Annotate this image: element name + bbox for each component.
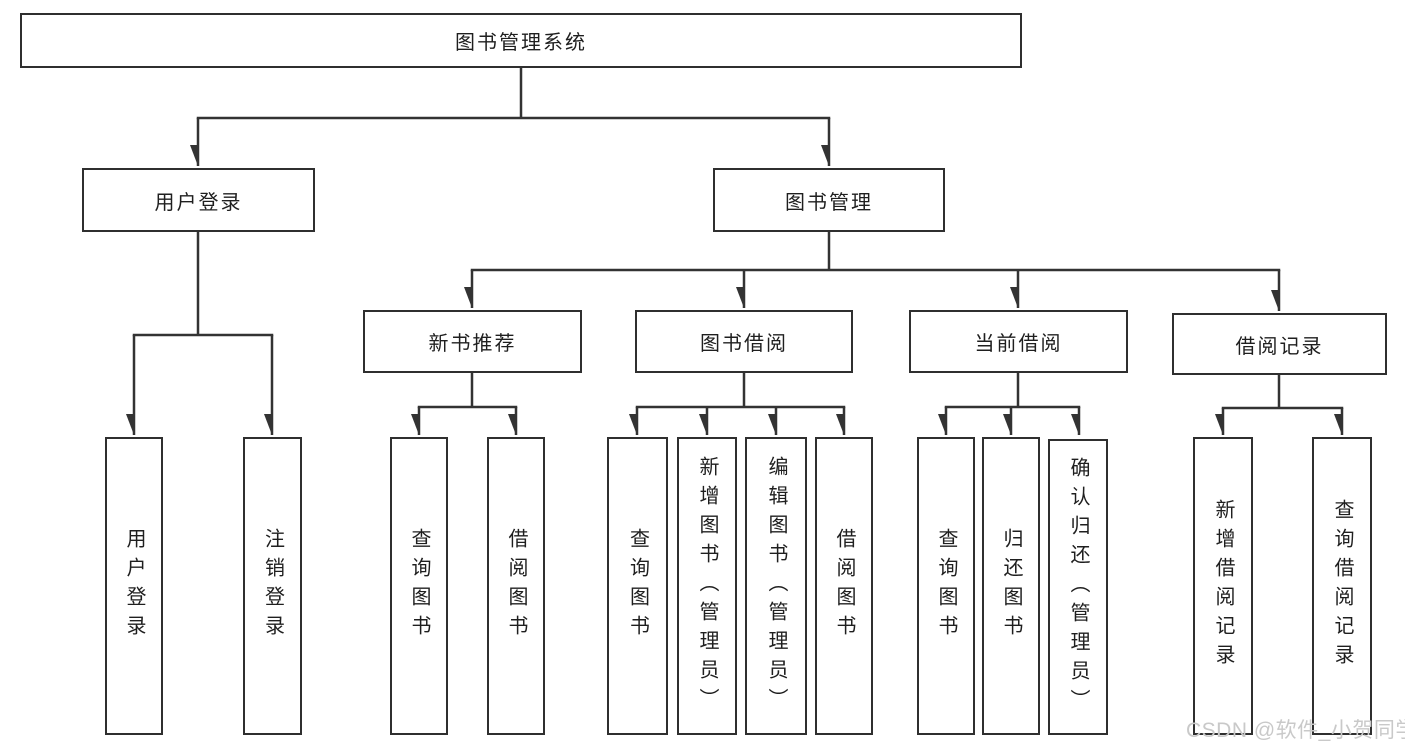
leaf-logout-label: 注销登录 xyxy=(261,528,284,644)
node-current-borrow: 当前借阅 xyxy=(909,310,1128,373)
node-book-borrow: 图书借阅 xyxy=(635,310,853,373)
leaf-logout: 注销登录 xyxy=(243,437,302,735)
leaf-edit-books-admin: 编辑图书（管理员） xyxy=(745,437,807,735)
leaf-recommend-borrow-books: 借阅图书 xyxy=(487,437,545,735)
leaf-borrow-books-label: 借阅图书 xyxy=(833,528,855,644)
node-user-login: 用户登录 xyxy=(82,168,315,232)
leaf-borrow-books: 借阅图书 xyxy=(815,437,873,735)
leaf-add-books-admin: 新增图书（管理员） xyxy=(677,437,737,735)
leaf-recommend-query-books-label: 查询图书 xyxy=(408,528,430,644)
leaf-recommend-query-books: 查询图书 xyxy=(390,437,448,735)
node-library-system-root: 图书管理系统 xyxy=(20,13,1022,68)
csdn-watermark: CSDN @软件_小贺同学 xyxy=(1186,719,1405,742)
leaf-add-books-admin-label: 新增图书（管理员） xyxy=(696,455,718,717)
leaf-add-borrow-record-label: 新增借阅记录 xyxy=(1212,499,1234,673)
leaf-current-query-books-label: 查询图书 xyxy=(935,528,957,644)
leaf-confirm-return-admin-label: 确认归还（管理员） xyxy=(1067,456,1089,718)
leaf-edit-books-admin-label: 编辑图书（管理员） xyxy=(765,455,787,717)
leaf-current-query-books: 查询图书 xyxy=(917,437,975,735)
leaf-recommend-borrow-books-label: 借阅图书 xyxy=(505,528,527,644)
leaf-return-books-label: 归还图书 xyxy=(1000,528,1022,644)
leaf-user-login: 用户登录 xyxy=(105,437,163,735)
node-new-book-recommend: 新书推荐 xyxy=(363,310,582,373)
leaf-confirm-return-admin: 确认归还（管理员） xyxy=(1048,439,1108,735)
leaf-add-borrow-record: 新增借阅记录 xyxy=(1193,437,1253,735)
leaf-user-login-label: 用户登录 xyxy=(123,528,145,644)
leaf-return-books: 归还图书 xyxy=(982,437,1040,735)
leaf-borrow-query-books-label: 查询图书 xyxy=(626,528,649,644)
node-book-management: 图书管理 xyxy=(713,168,945,232)
node-borrow-records: 借阅记录 xyxy=(1172,313,1387,375)
leaf-query-borrow-record-label: 查询借阅记录 xyxy=(1331,499,1353,673)
leaf-query-borrow-record: 查询借阅记录 xyxy=(1312,437,1372,735)
leaf-borrow-query-books: 查询图书 xyxy=(607,437,668,735)
